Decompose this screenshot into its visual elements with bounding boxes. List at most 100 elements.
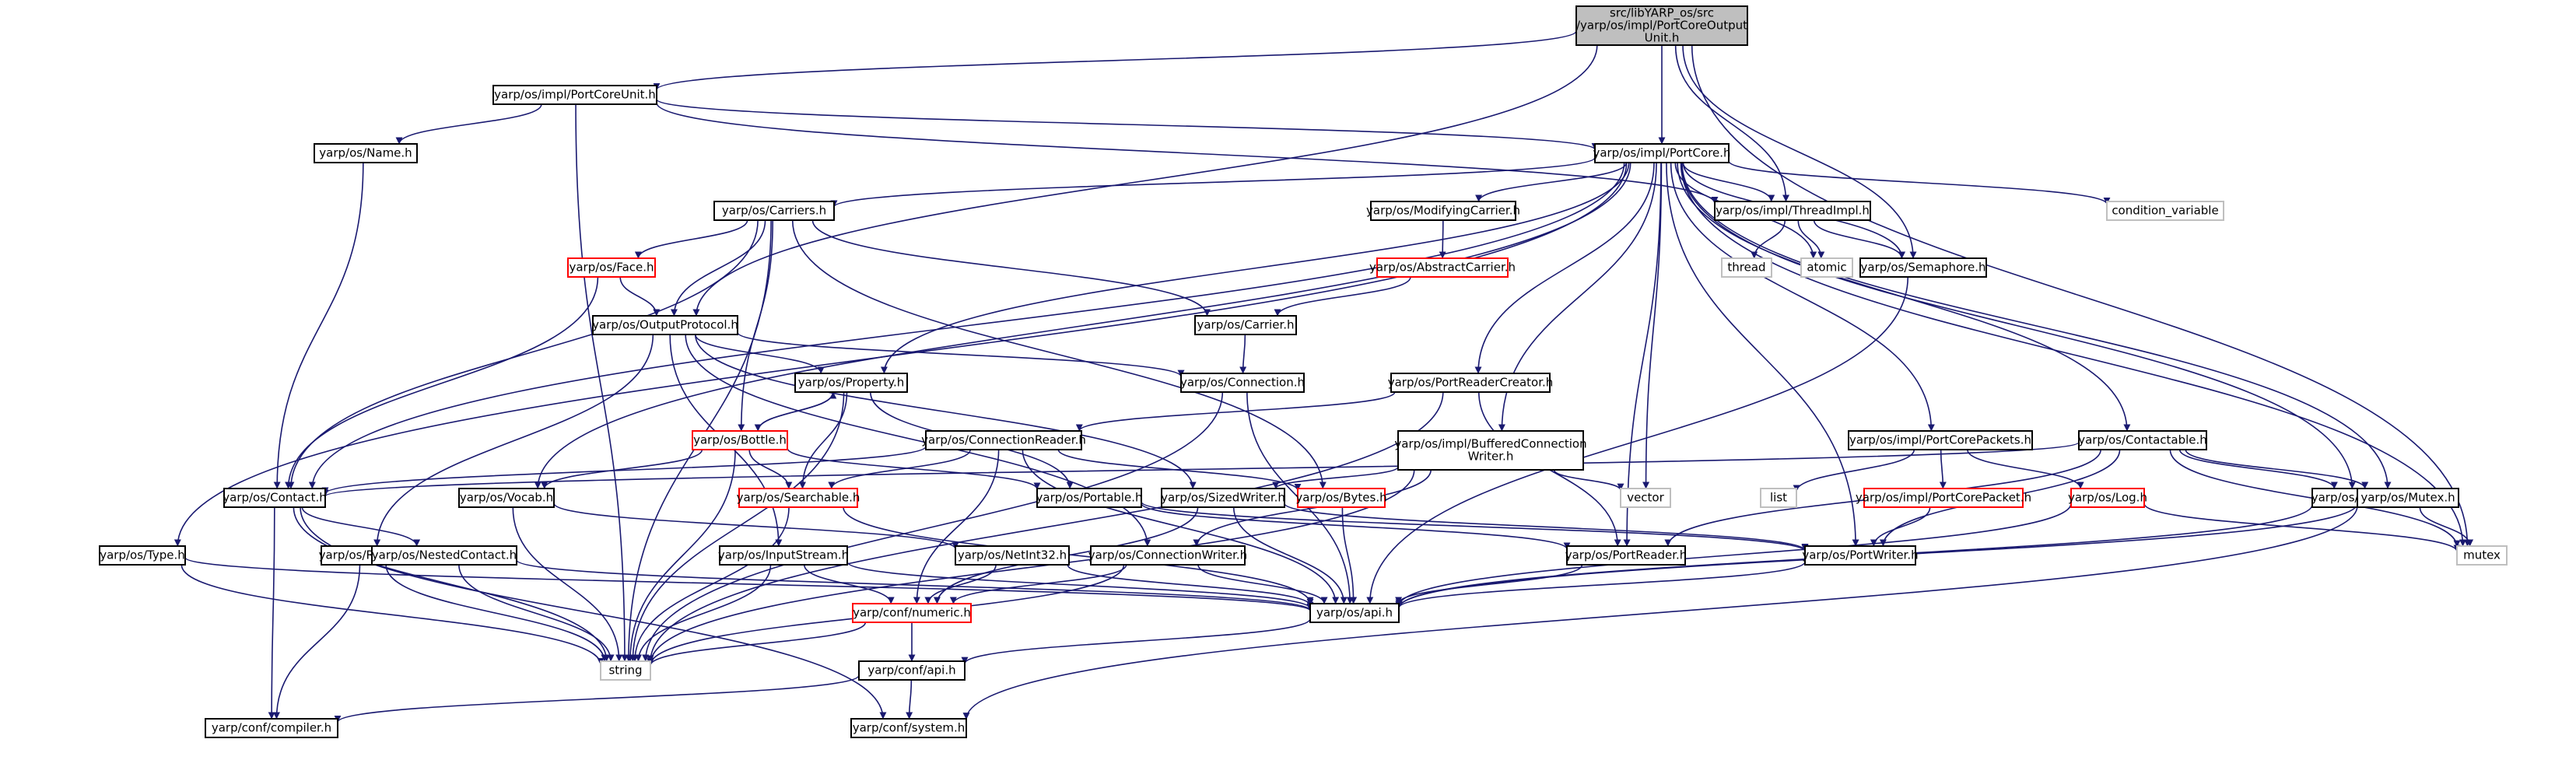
edge-portcoreunit-to-threadimpl [656, 102, 1719, 204]
edge-root-to-portcoreunit [653, 30, 1577, 90]
graph-node-thread: thread [1721, 257, 1772, 278]
graph-node-system[interactable]: yarp/conf/system.h [850, 718, 967, 738]
graph-node-label: yarp/os/AbstractCarrier.h [1369, 261, 1516, 275]
graph-node-label: yarp/os/PortReaderCreator.h [1388, 376, 1554, 390]
graph-node-label: src/libYARP_os/src [1610, 6, 1714, 21]
edge-connectionreader-to-numeric [913, 449, 1000, 604]
graph-node-portreader[interactable]: yarp/os/PortReader.h [1565, 545, 1688, 566]
graph-node-label: yarp/os/ModifyingCarrier.h [1366, 204, 1520, 218]
graph-node-face[interactable]: yarp/os/Face.h [567, 257, 656, 278]
graph-node-box [955, 545, 1070, 566]
graph-node-carriers[interactable]: yarp/os/Carriers.h [713, 201, 835, 221]
graph-node-box [1721, 257, 1772, 278]
edge-portcore-to-type [173, 162, 1628, 547]
edge-portcore-to-mutex [1680, 162, 2467, 547]
edge-carriers-to-face [634, 219, 748, 259]
edge-outputprotocol-to-sizedwriter [694, 334, 1197, 489]
edge-contact-to-system [300, 506, 887, 720]
graph-node-property[interactable]: yarp/os/Property.h [794, 373, 908, 393]
graph-node-connection[interactable]: yarp/os/Connection.h [1180, 373, 1305, 393]
edge-netint32-to-numeric [924, 564, 997, 604]
graph-node-abstractcarrier[interactable]: yarp/os/AbstractCarrier.h [1369, 257, 1516, 278]
edge-connectionwriter-to-numeric [949, 564, 1127, 604]
graph-node-label: condition_variable [2112, 204, 2218, 219]
graph-node-root[interactable]: src/libYARP_os/src/yarp/os/impl/PortCore… [1575, 5, 1748, 46]
graph-node-searchable[interactable]: yarp/os/Searchable.h [737, 488, 860, 508]
edge-contact-to-nestedcontact [301, 506, 421, 547]
graph-node-compiler[interactable]: yarp/conf/compiler.h [205, 718, 338, 738]
edge-portcore-to-portcorepackets [1670, 162, 1935, 432]
graph-node-nestedcontact[interactable]: yarp/os/NestedContact.h [371, 545, 517, 566]
edge-root-to-mutex [1691, 44, 2471, 547]
edge-face-to-outputprotocol [619, 276, 661, 317]
graph-node-carrier[interactable]: yarp/os/Carrier.h [1194, 315, 1297, 335]
edge-outputprotocol-to-property [694, 334, 825, 374]
edge-threadimpl-to-atomic [1797, 219, 1825, 259]
edge-threadimpl-to-semaphore [1813, 219, 1905, 259]
edge-portcore-to-portwriter [1666, 162, 1859, 547]
graph-node-box [1760, 488, 1797, 508]
graph-node-outputprotocol[interactable]: yarp/os/OutputProtocol.h [592, 315, 738, 335]
edge-portreadercreator-to-string [647, 391, 1444, 663]
edge-portreader-to-osapi [1395, 564, 1583, 604]
graph-node-sizedwriter[interactable]: yarp/os/SizedWriter.h [1161, 488, 1285, 508]
graph-node-type[interactable]: yarp/os/Type.h [99, 545, 186, 566]
graph-node-mutex_h[interactable]: yarp/os/Mutex.h [2357, 488, 2459, 508]
graph-node-label: yarp/os/api.h [1316, 606, 1393, 620]
edge-portcore-to-portreport [1680, 162, 2356, 489]
graph-node-log[interactable]: yarp/os/Log.h [2068, 488, 2147, 508]
graph-node-box [2070, 488, 2145, 508]
graph-node-portable[interactable]: yarp/os/Portable.h [1036, 488, 1143, 508]
graph-node-box [738, 488, 858, 508]
edge-contactable-to-mutex_h [2185, 449, 2369, 489]
graph-node-bytes[interactable]: yarp/os/Bytes.h [1295, 488, 1387, 508]
edge-portcorepackets-to-portcorepacket [1939, 449, 1947, 489]
graph-node-portcorepacket[interactable]: yarp/os/impl/PortCorePacket.h [1856, 488, 2031, 508]
graph-node-numeric[interactable]: yarp/conf/numeric.h [852, 603, 972, 623]
edge-carriers-to-carrier [811, 219, 1211, 317]
graph-node-connectionreader[interactable]: yarp/os/ConnectionReader.h [921, 430, 1086, 450]
edge-searchable-to-string [631, 506, 790, 662]
graph-node-osapi[interactable]: yarp/os/api.h [1309, 603, 1400, 623]
graph-node-portreadercreator[interactable]: yarp/os/PortReaderCreator.h [1388, 373, 1554, 393]
graph-node-name[interactable]: yarp/os/Name.h [314, 143, 418, 163]
graph-node-connectionwriter[interactable]: yarp/os/ConnectionWriter.h [1088, 545, 1247, 566]
graph-node-label: yarp/conf/numeric.h [853, 606, 971, 620]
graph-node-inputstream[interactable]: yarp/os/InputStream.h [718, 545, 849, 566]
graph-node-box [2078, 430, 2207, 450]
graph-node-box [1390, 373, 1551, 393]
graph-node-label: yarp/os/NetInt32.h [958, 548, 1067, 562]
graph-node-contact[interactable]: yarp/os/Contact.h [223, 488, 327, 508]
graph-node-semaphore[interactable]: yarp/os/Semaphore.h [1859, 257, 1987, 278]
edge-nestedcontact-to-osapi [516, 559, 1314, 611]
edge-portcoreunit-to-string [575, 103, 629, 662]
graph-node-portcorepackets[interactable]: yarp/os/impl/PortCorePackets.h [1848, 430, 2033, 450]
graph-node-label: yarp/os/Carriers.h [722, 204, 826, 218]
graph-node-bottle[interactable]: yarp/os/Bottle.h [692, 430, 788, 450]
edge-confapi-to-system [906, 679, 913, 720]
graph-node-portwriter[interactable]: yarp/os/PortWriter.h [1802, 545, 1919, 566]
edge-inputstream-to-osapi [846, 561, 1314, 609]
graph-node-box [1714, 201, 1871, 221]
graph-node-label: yarp/os/Bottle.h [693, 433, 787, 447]
edge-contact-to-compiler [268, 506, 275, 720]
edge-portcore-to-carriers [830, 156, 1596, 208]
edge-root-to-outputprotocol [692, 44, 1598, 317]
graph-node-box [858, 660, 966, 681]
graph-node-vocab[interactable]: yarp/os/Vocab.h [458, 488, 555, 508]
graph-node-modifyingcarrier[interactable]: yarp/os/ModifyingCarrier.h [1366, 201, 1520, 221]
graph-node-netint32[interactable]: yarp/os/NetInt32.h [955, 545, 1070, 566]
graph-node-label: yarp/os/PortReader.h [1565, 548, 1688, 562]
graph-node-contactable[interactable]: yarp/os/Contactable.h [2078, 430, 2207, 450]
graph-node-box [223, 488, 326, 508]
graph-node-threadimpl[interactable]: yarp/os/impl/ThreadImpl.h [1714, 201, 1871, 221]
graph-node-confapi[interactable]: yarp/conf/api.h [858, 660, 966, 681]
graph-node-portcoreunit[interactable]: yarp/os/impl/PortCoreUnit.h [492, 85, 657, 105]
graph-node-label: yarp/os/Property.h [798, 376, 904, 390]
graph-node-portcore[interactable]: yarp/os/impl/PortCore.h [1593, 143, 1731, 163]
graph-node-label: yarp/conf/compiler.h [212, 721, 331, 735]
graph-node-label: yarp/os/Log.h [2068, 491, 2147, 505]
